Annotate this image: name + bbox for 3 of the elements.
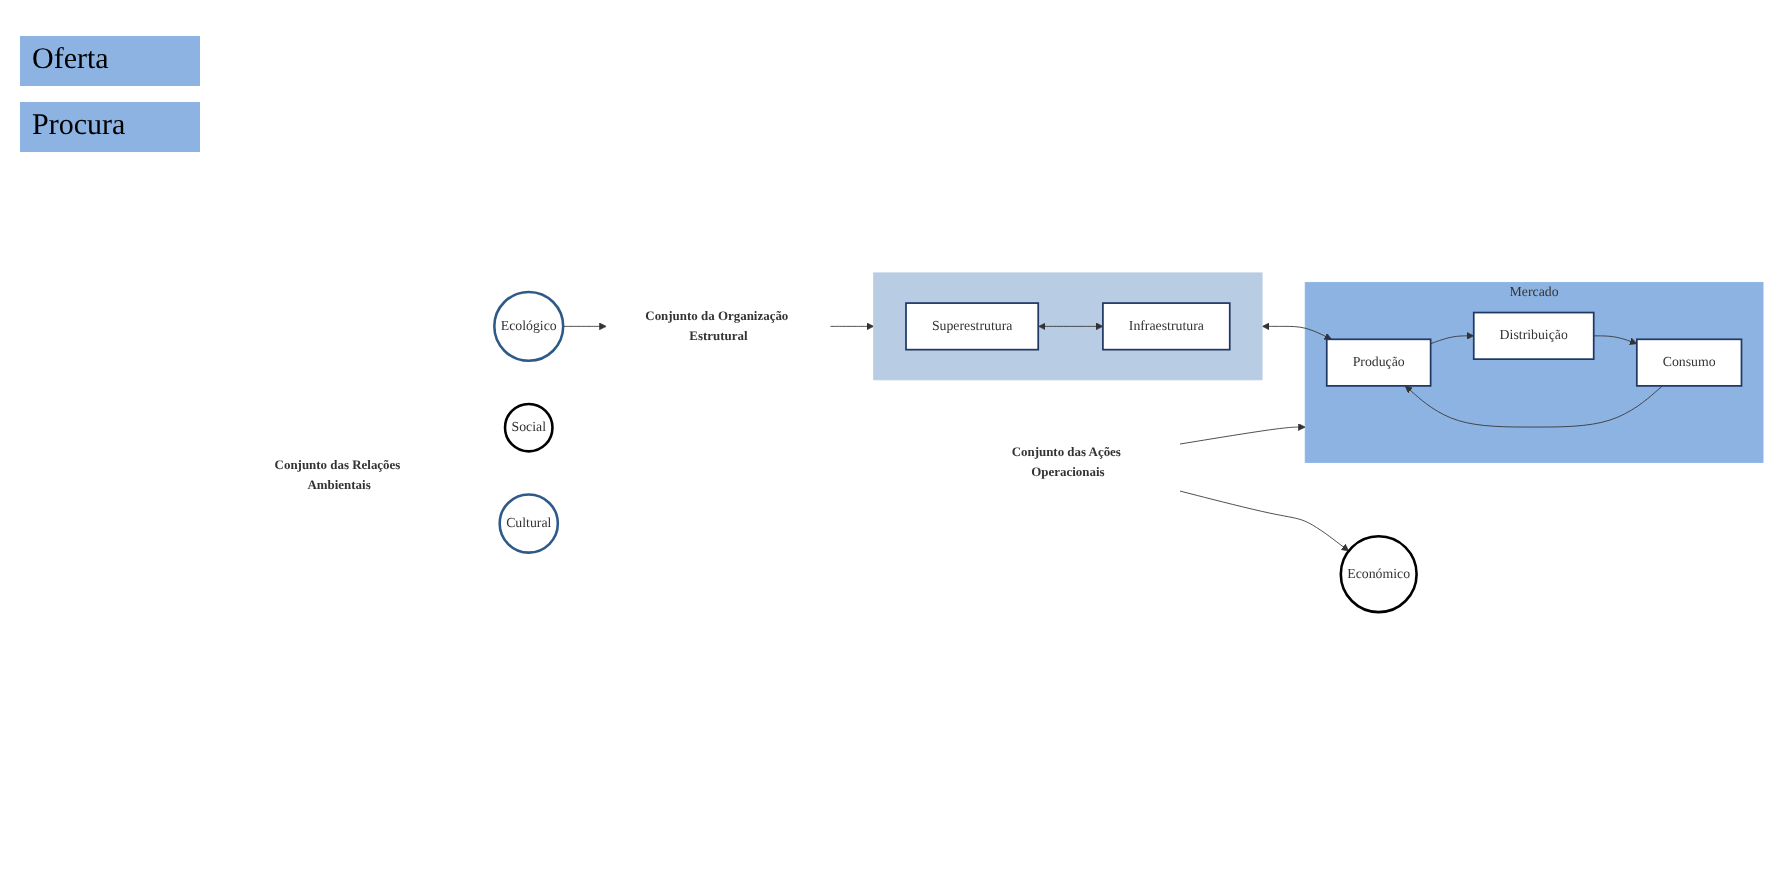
cluster (873, 271, 1263, 380)
market-side-label: Oferta (20, 36, 200, 86)
market-side-label: Procura (20, 102, 200, 152)
